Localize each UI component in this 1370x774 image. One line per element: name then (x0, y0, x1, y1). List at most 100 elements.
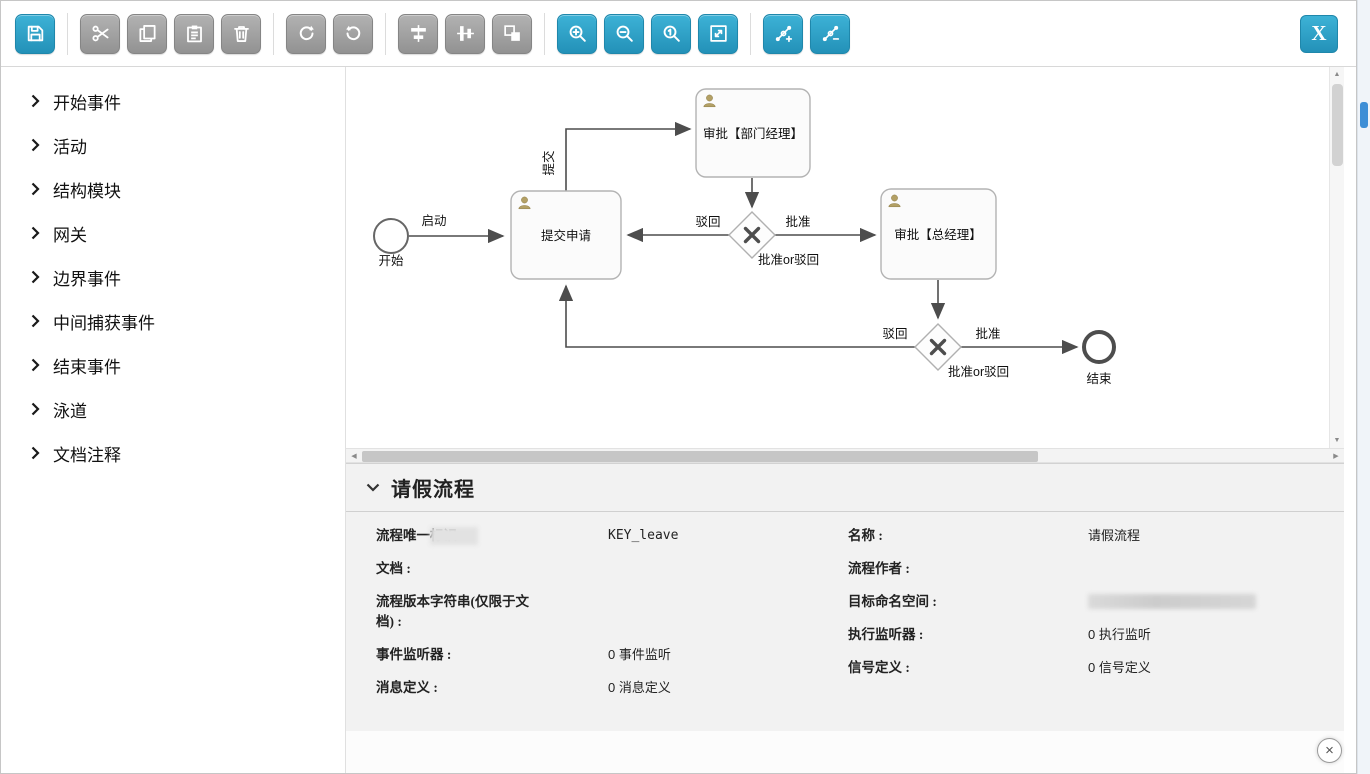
end-event-label: 结束 (1086, 372, 1112, 386)
bendpoint-remove-icon (820, 23, 841, 44)
field-label-event-listeners: 事件监听器 : (376, 647, 452, 662)
main-area: 开始事件 活动 结构模块 网关 边界事件 中间捕获事件 结束事件 泳道 文档注释 (1, 67, 1356, 773)
end-event-node[interactable] (1082, 330, 1116, 364)
close-editor-button[interactable]: X (1300, 14, 1338, 53)
field-value-name[interactable]: 请假流程 (1088, 528, 1141, 543)
horizontal-scroll-track[interactable] (362, 449, 1328, 462)
bottom-strip: × (346, 731, 1344, 773)
chevron-down-icon (366, 483, 380, 492)
scroll-left-arrow[interactable]: ◀ (351, 452, 357, 460)
palette-item-structural[interactable]: 结构模块 (1, 167, 345, 211)
zoom-out-button[interactable] (604, 13, 644, 54)
close-dialog-button[interactable]: × (1317, 738, 1342, 763)
horizontal-scroll-thumb[interactable] (362, 451, 1039, 462)
field-value-signal-definitions[interactable]: 0 信号定义 (1088, 660, 1151, 675)
chevron-right-icon (31, 402, 40, 416)
task-dept-manager-approval[interactable] (695, 88, 811, 178)
toolbar-separator (544, 12, 545, 55)
undo-button[interactable] (333, 13, 373, 54)
field-value-message-definitions[interactable]: 0 消息定义 (608, 680, 671, 695)
field-value-documentation[interactable] (608, 559, 648, 579)
palette-item-gateways[interactable]: 网关 (1, 211, 345, 255)
properties-left-column: 流程唯一标识 : KEY_leave 文档 : 流程版本字符串(仅限于文档) : (376, 526, 848, 711)
floppy-icon (25, 23, 46, 44)
zoom-actual-icon (661, 23, 682, 44)
redo-button[interactable] (286, 13, 326, 54)
copy-icon (137, 23, 158, 44)
task-submit-application[interactable] (510, 190, 622, 280)
align-vertical-button[interactable] (445, 13, 485, 54)
copy-button[interactable] (127, 13, 167, 54)
page-scroll-thumb[interactable] (1360, 102, 1368, 128)
field-value-author[interactable] (1088, 559, 1128, 579)
zoom-in-icon (567, 23, 588, 44)
field-message-definitions: 消息定义 : 0 消息定义 (376, 678, 848, 698)
scroll-down-arrow[interactable]: ▼ (1333, 437, 1341, 444)
task-dept-manager-label: 审批【部门经理】 (703, 126, 803, 141)
palette-item-intermediate-catching-events[interactable]: 中间捕获事件 (1, 299, 345, 343)
field-signal-definitions: 信号定义 : 0 信号定义 (848, 658, 1344, 678)
same-size-button[interactable] (492, 13, 532, 54)
chevron-right-icon (31, 314, 40, 328)
field-label-signal-definitions: 信号定义 : (848, 660, 910, 675)
scroll-up-arrow[interactable]: ▲ (1333, 71, 1341, 78)
palette-item-start-events[interactable]: 开始事件 (1, 79, 345, 123)
vertical-scroll-thumb[interactable] (1331, 84, 1343, 166)
field-value-namespace[interactable] (1088, 592, 1256, 612)
start-event-node[interactable] (373, 218, 409, 254)
field-execution-listeners: 执行监听器 : 0 执行监听 (848, 625, 1344, 645)
bendpoint-add-button[interactable] (763, 13, 803, 54)
chevron-right-icon (31, 182, 40, 196)
palette-item-label: 文档注释 (53, 445, 121, 465)
chevron-right-icon (31, 94, 40, 108)
flow-submit-to-dept-manager[interactable] (565, 121, 692, 191)
diagram-canvas[interactable]: 开始 启动 提交申请 提交 审批【部门经理】 (346, 67, 1344, 448)
canvas-vertical-scrollbar[interactable]: ▲ ▼ (1329, 67, 1344, 448)
page-scrollbar[interactable] (1357, 0, 1370, 774)
task-general-manager-approval[interactable] (880, 188, 997, 280)
flow-gateway2-reject-to-submit[interactable] (558, 284, 915, 348)
palette-item-label: 泳道 (53, 401, 87, 421)
delete-button[interactable] (221, 13, 261, 54)
paste-button[interactable] (174, 13, 214, 54)
field-label-version-string: 流程版本字符串(仅限于文档) : (376, 594, 529, 629)
align-horizontal-button[interactable] (398, 13, 438, 54)
toolbar-separator (750, 12, 751, 55)
bendpoint-remove-button[interactable] (810, 13, 850, 54)
properties-header[interactable]: 请假流程 (346, 464, 1344, 512)
canvas-horizontal-scrollbar[interactable]: ◀ ▶ (346, 448, 1344, 463)
scroll-right-arrow[interactable]: ▶ (1333, 452, 1339, 460)
toolbar-separator (385, 12, 386, 55)
zoom-fit-button[interactable] (698, 13, 738, 54)
undo-icon (343, 23, 364, 44)
flow-label-reject2: 驳回 (882, 327, 907, 341)
zoom-fit-icon (708, 23, 729, 44)
gateway-x-icon (929, 338, 947, 356)
user-icon (518, 196, 531, 210)
palette-item-annotations[interactable]: 文档注释 (1, 431, 345, 475)
chevron-right-icon (31, 358, 40, 372)
field-author: 流程作者 : (848, 559, 1344, 579)
field-value-execution-listeners[interactable]: 0 执行监听 (1088, 627, 1151, 642)
toolbar: X (1, 1, 1356, 67)
field-value-event-listeners[interactable]: 0 事件监听 (608, 647, 671, 662)
align-vertical-icon (455, 23, 476, 44)
bendpoint-add-icon (773, 23, 794, 44)
palette-item-activities[interactable]: 活动 (1, 123, 345, 167)
flow-label-launch: 启动 (421, 214, 446, 228)
palette-item-swimlanes[interactable]: 泳道 (1, 387, 345, 431)
toolbar-separator (273, 12, 274, 55)
save-button[interactable] (15, 13, 55, 54)
field-value-version-string[interactable] (608, 592, 648, 612)
user-icon (703, 94, 716, 108)
zoom-actual-button[interactable] (651, 13, 691, 54)
palette-item-boundary-events[interactable]: 边界事件 (1, 255, 345, 299)
scissors-icon (90, 23, 111, 44)
field-value-process-id[interactable]: KEY_leave (608, 528, 679, 543)
zoom-in-button[interactable] (557, 13, 597, 54)
cut-button[interactable] (80, 13, 120, 54)
palette-item-end-events[interactable]: 结束事件 (1, 343, 345, 387)
field-process-id: 流程唯一标识 : KEY_leave (376, 526, 848, 546)
palette-item-label: 活动 (53, 137, 87, 157)
